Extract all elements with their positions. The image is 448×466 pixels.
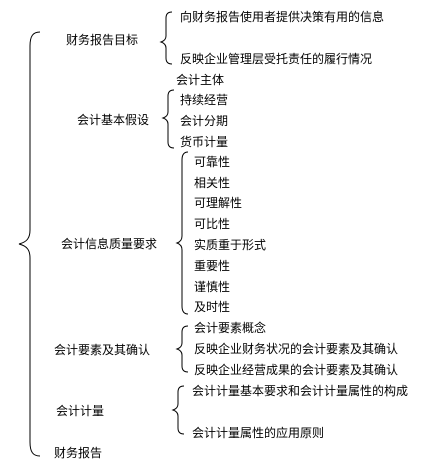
node-assumption-item-4: 货币计量 xyxy=(180,135,229,149)
node-measurement: 会计计量 xyxy=(56,404,105,418)
node-quality-item-8: 及时性 xyxy=(194,300,231,314)
node-goal-item-1: 向财务报告使用者提供决策有用的信息 xyxy=(180,10,385,24)
node-assumption: 会计基本假设 xyxy=(77,113,150,127)
main-brace xyxy=(18,31,41,457)
node-assumption-item-1: 会计主体 xyxy=(176,73,225,87)
node-quality-item-4: 可比性 xyxy=(194,217,231,231)
measurement-brace xyxy=(171,385,185,435)
quality-brace xyxy=(175,151,189,315)
node-element-item-3: 反映企业经营成果的会计要素及其确认 xyxy=(194,363,399,377)
node-assumption-item-3: 会计分期 xyxy=(180,114,229,128)
element-brace xyxy=(175,325,189,373)
node-report: 财务报告 xyxy=(54,446,103,460)
goal-brace xyxy=(159,11,173,65)
node-goal: 财务报告目标 xyxy=(66,33,139,47)
node-quality-item-6: 重要性 xyxy=(194,259,231,273)
node-quality: 会计信息质量要求 xyxy=(61,237,158,251)
node-goal-item-2: 反映企业管理层受托责任的履行情况 xyxy=(180,52,373,66)
node-element-item-1: 会计要素概念 xyxy=(194,321,267,335)
node-measurement-item-2: 会计计量属性的应用原则 xyxy=(192,426,325,440)
node-quality-item-7: 谨慎性 xyxy=(194,280,231,294)
node-quality-item-1: 可靠性 xyxy=(194,155,231,169)
assumption-brace xyxy=(161,89,175,149)
node-element: 会计要素及其确认 xyxy=(54,343,151,357)
node-assumption-item-2: 持续经营 xyxy=(180,93,229,107)
node-quality-item-5: 实质重于形式 xyxy=(194,238,267,252)
node-quality-item-2: 相关性 xyxy=(194,176,231,190)
node-element-item-2: 反映企业财务状况的会计要素及其确认 xyxy=(194,342,399,356)
node-measurement-item-1: 会计计量基本要求和会计计量属性的构成 xyxy=(192,384,409,398)
node-quality-item-3: 可理解性 xyxy=(194,196,243,210)
